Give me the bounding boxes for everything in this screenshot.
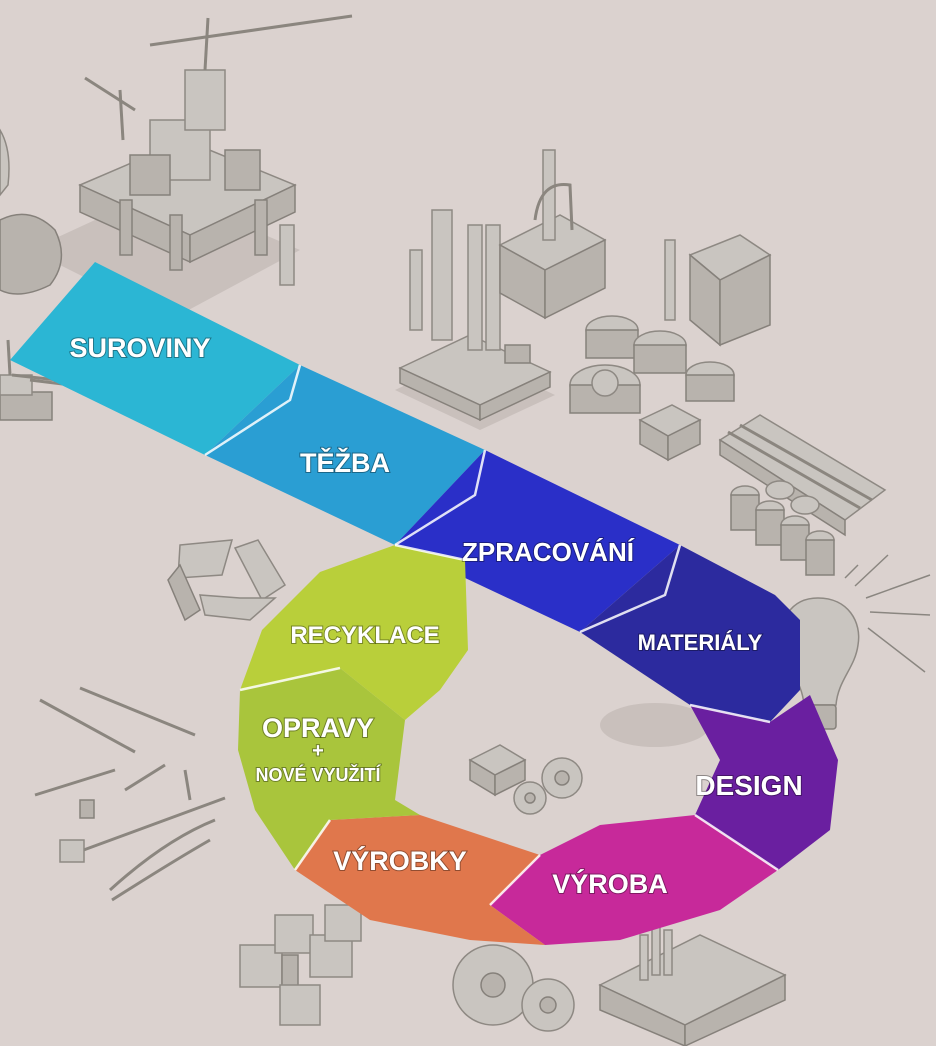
rocks-icon <box>0 128 63 295</box>
stage-vyrobky <box>295 815 545 945</box>
label-design: DESIGN <box>695 770 802 801</box>
materials-stack-icon <box>718 414 887 576</box>
label-vyrobky: VÝROBKY <box>333 845 467 876</box>
label-opravy: OPRAVY <box>262 713 374 743</box>
label-nove-vyuziti: NOVÉ VYUŽITÍ <box>255 764 381 785</box>
factory-icon <box>498 149 607 320</box>
oil-platform-icon <box>30 14 353 320</box>
label-opravy-plus: + <box>312 740 324 762</box>
tools-icon <box>34 686 226 902</box>
label-vyroba: VÝROBA <box>552 868 668 899</box>
boxes-icon <box>239 904 362 1026</box>
recycle-icon <box>167 539 287 622</box>
tanks-icon <box>569 234 772 462</box>
label-materialy: MATERIÁLY <box>638 630 763 655</box>
label-recyklace: RECYKLACE <box>290 622 439 649</box>
label-tezba: TĚŽBA <box>300 447 390 478</box>
stage-design <box>690 695 838 870</box>
stage-suroviny <box>10 262 300 455</box>
process-ribbon <box>10 262 838 945</box>
stage-opravy <box>238 668 420 870</box>
stage-vyroba <box>490 815 778 945</box>
label-suroviny: SUROVINY <box>69 333 210 363</box>
stage-materialy <box>580 545 800 722</box>
refinery-icon <box>395 209 555 430</box>
gears-icon <box>468 744 583 815</box>
label-zpracovani: ZPRACOVÁNÍ <box>462 537 635 567</box>
stage-zpracovani <box>395 450 680 632</box>
plant-icon <box>452 924 787 1046</box>
